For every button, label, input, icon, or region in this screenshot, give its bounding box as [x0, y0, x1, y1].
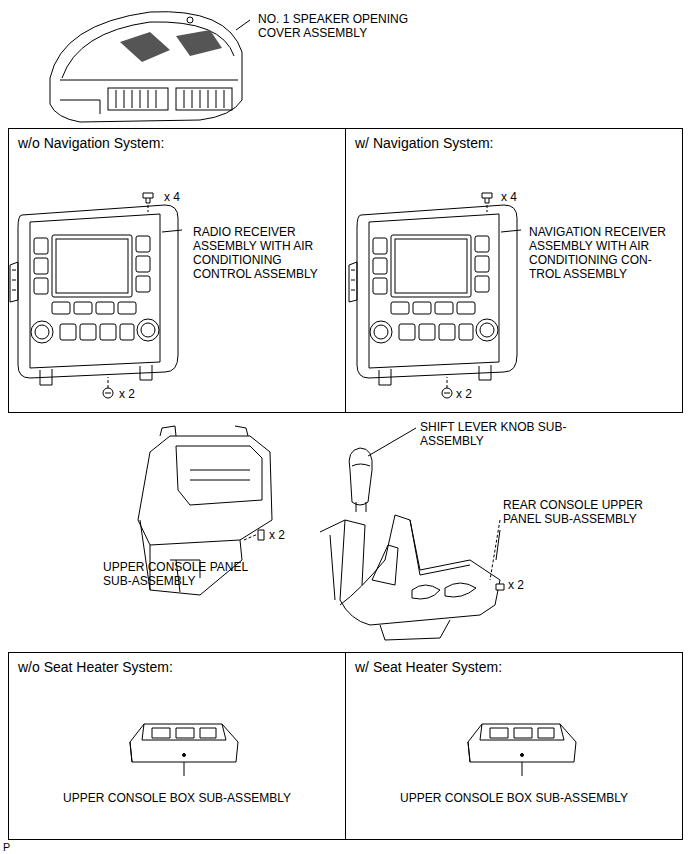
part-label: UPPER CONSOLE BOX SUB-ASSEMBLY: [19, 791, 335, 805]
quantity-label: x 4: [164, 190, 180, 204]
part-label: UPPER CONSOLE PANEL SUB-ASSEMBLY: [103, 560, 273, 588]
box-heading: w/ Seat Heater System:: [355, 659, 502, 675]
part-label: RADIO RECEIVER ASSEMBLY WITH AIR CONDITI…: [193, 225, 341, 281]
part-label: SHIFT LEVER KNOB SUB-ASSEMBLY: [420, 420, 570, 448]
quantity-label: x 2: [508, 578, 524, 592]
part-label: REAR CONSOLE UPPER PANEL SUB-ASSEMBLY: [503, 498, 673, 526]
variant-panel: w/o Navigation System: x 4 RADIO RECEIVER …: [8, 128, 346, 413]
figure-code: P: [3, 840, 10, 854]
quantity-label: x 2: [456, 387, 472, 401]
quantity-label: x 2: [119, 387, 135, 401]
part-label: NO. 1 SPEAKER OPENING COVER ASSEMBLY: [258, 12, 428, 40]
variant-panel: w/ Navigation System: x 4 NAVIGATION RECEI…: [345, 128, 683, 413]
part-label: UPPER CONSOLE BOX SUB-ASSEMBLY: [356, 791, 672, 805]
box-heading: w/o Navigation System:: [18, 135, 164, 151]
part-label: NAVIGATION RECEIVER ASSEMBLY WITH AIR CO…: [529, 225, 679, 281]
box-heading: w/o Seat Heater System:: [18, 659, 173, 675]
quantity-label: x 4: [501, 190, 517, 204]
variant-panel: w/o Seat Heater System: UPPER CONSOLE BOX…: [8, 652, 346, 840]
box-heading: w/ Navigation System:: [355, 135, 494, 151]
variant-panel: w/ Seat Heater System: UPPER CONSOLE BOX …: [345, 652, 683, 840]
quantity-label: x 2: [269, 528, 285, 542]
